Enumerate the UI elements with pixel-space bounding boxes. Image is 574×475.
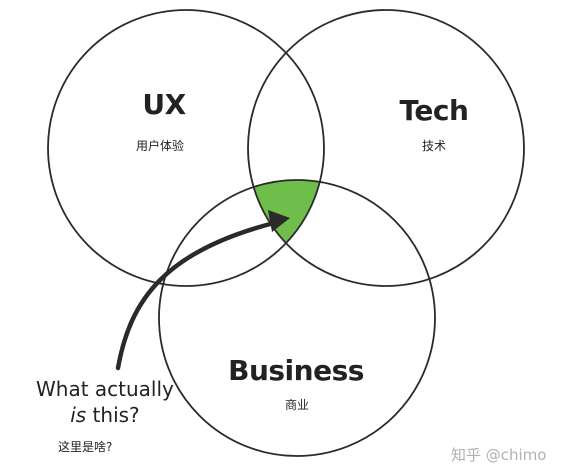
triple-intersection-region [248,180,324,286]
watermark-text: 知乎 @chimo [451,446,547,464]
question-line-2: is this? [36,402,174,428]
pointer-arrowhead [268,210,290,232]
intersection-group [248,180,324,286]
tech-title: Tech [399,94,469,127]
ux-title: UX [142,88,186,121]
pointer-arrow [115,219,281,371]
question-line-1: What actually [36,377,174,401]
business-title: Business [228,354,364,387]
tech-circle [247,9,525,287]
business-subtitle: 商业 [284,398,310,412]
tech-subtitle: 技术 [421,139,447,153]
ux-subtitle: 用户体验 [135,139,185,153]
question-line-2-italic: is [70,403,87,427]
business-circle [158,179,436,457]
question-chinese: 这里是啥? [58,440,113,454]
question-line-2-rest: this? [86,403,140,427]
question-text: What actually is this? [36,376,174,428]
ux-circle [47,9,325,287]
